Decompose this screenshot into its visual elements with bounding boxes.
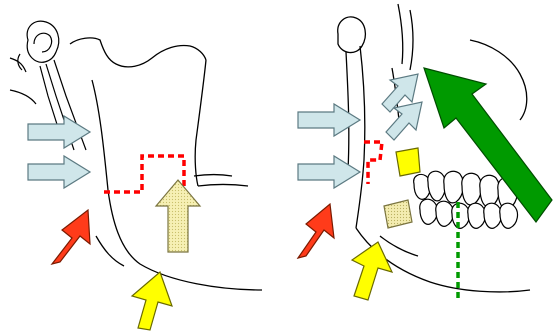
left-yellow-arrow	[132, 272, 172, 330]
left-light-blue-arrow-lower	[28, 156, 90, 188]
left-red-arrow	[52, 210, 90, 264]
left-mandible-outline	[70, 38, 262, 290]
left-pale-yellow-arrow	[156, 180, 200, 252]
left-panel	[10, 21, 262, 330]
right-red-arrow	[298, 204, 334, 258]
right-pale-yellow-block	[384, 200, 412, 228]
right-light-blue-arrow-lower	[298, 156, 360, 188]
right-yellow-block	[396, 148, 420, 176]
left-light-blue-arrow-upper	[28, 116, 90, 148]
right-light-blue-arrow-upper	[298, 104, 360, 136]
right-panel	[298, 4, 552, 300]
right-yellow-arrow	[352, 242, 392, 300]
right-teeth-row	[414, 171, 518, 228]
right-red-dashed-outline	[364, 142, 382, 184]
